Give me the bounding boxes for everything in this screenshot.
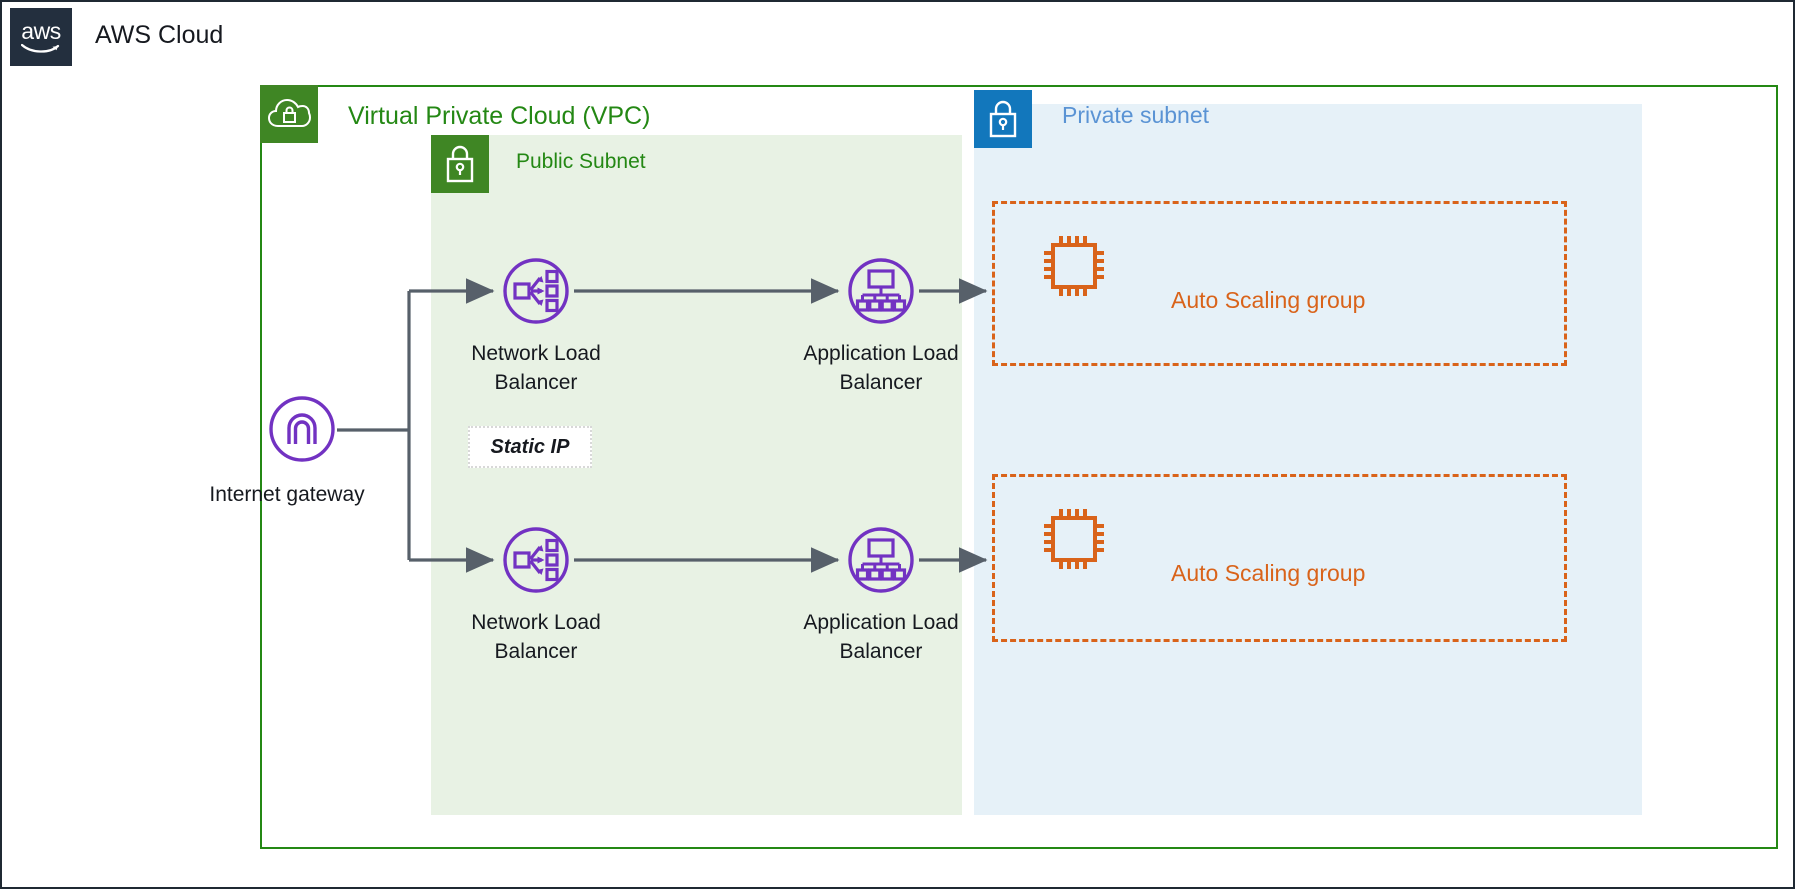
vpc-cloud-lock-icon <box>260 85 318 143</box>
network-load-balancer-icon <box>503 258 569 324</box>
vpc-label: Virtual Private Cloud (VPC) <box>348 102 651 130</box>
static-ip-badge: Static IP <box>468 426 592 468</box>
cpu-chip-icon <box>1044 509 1104 569</box>
network-load-balancer-label: Network Load Balancer <box>471 611 601 663</box>
internet-gateway-icon <box>269 396 335 462</box>
aws-logo: aws <box>10 8 72 66</box>
private-subnet-container <box>974 104 1642 815</box>
page-title: AWS Cloud <box>95 21 224 49</box>
aws-logo-text: aws <box>21 17 61 44</box>
aws-smile-icon <box>21 43 60 53</box>
padlock-icon <box>431 135 489 193</box>
auto-scaling-group-label: Auto Scaling group <box>1171 287 1366 313</box>
auto-scaling-group-1 <box>992 201 1567 366</box>
network-load-balancer-label: Network Load Balancer <box>471 342 601 394</box>
cpu-chip-icon <box>1044 236 1104 296</box>
private-subnet-label: Private subnet <box>1062 102 1210 128</box>
application-load-balancer-label: Application Load Balancer <box>803 611 959 663</box>
static-ip-label: Static IP <box>490 435 570 458</box>
network-load-balancer-icon <box>503 527 569 593</box>
application-load-balancer-icon <box>848 527 914 593</box>
vpc-container <box>260 85 1778 849</box>
public-subnet-container <box>431 135 962 815</box>
auto-scaling-group-2 <box>992 474 1567 642</box>
public-subnet-label: Public Subnet <box>516 150 646 173</box>
application-load-balancer-label: Application Load Balancer <box>803 342 959 394</box>
padlock-icon <box>974 90 1032 148</box>
application-load-balancer-icon <box>848 258 914 324</box>
internet-gateway-label: Internet gateway <box>209 483 365 506</box>
auto-scaling-group-label: Auto Scaling group <box>1171 560 1366 586</box>
